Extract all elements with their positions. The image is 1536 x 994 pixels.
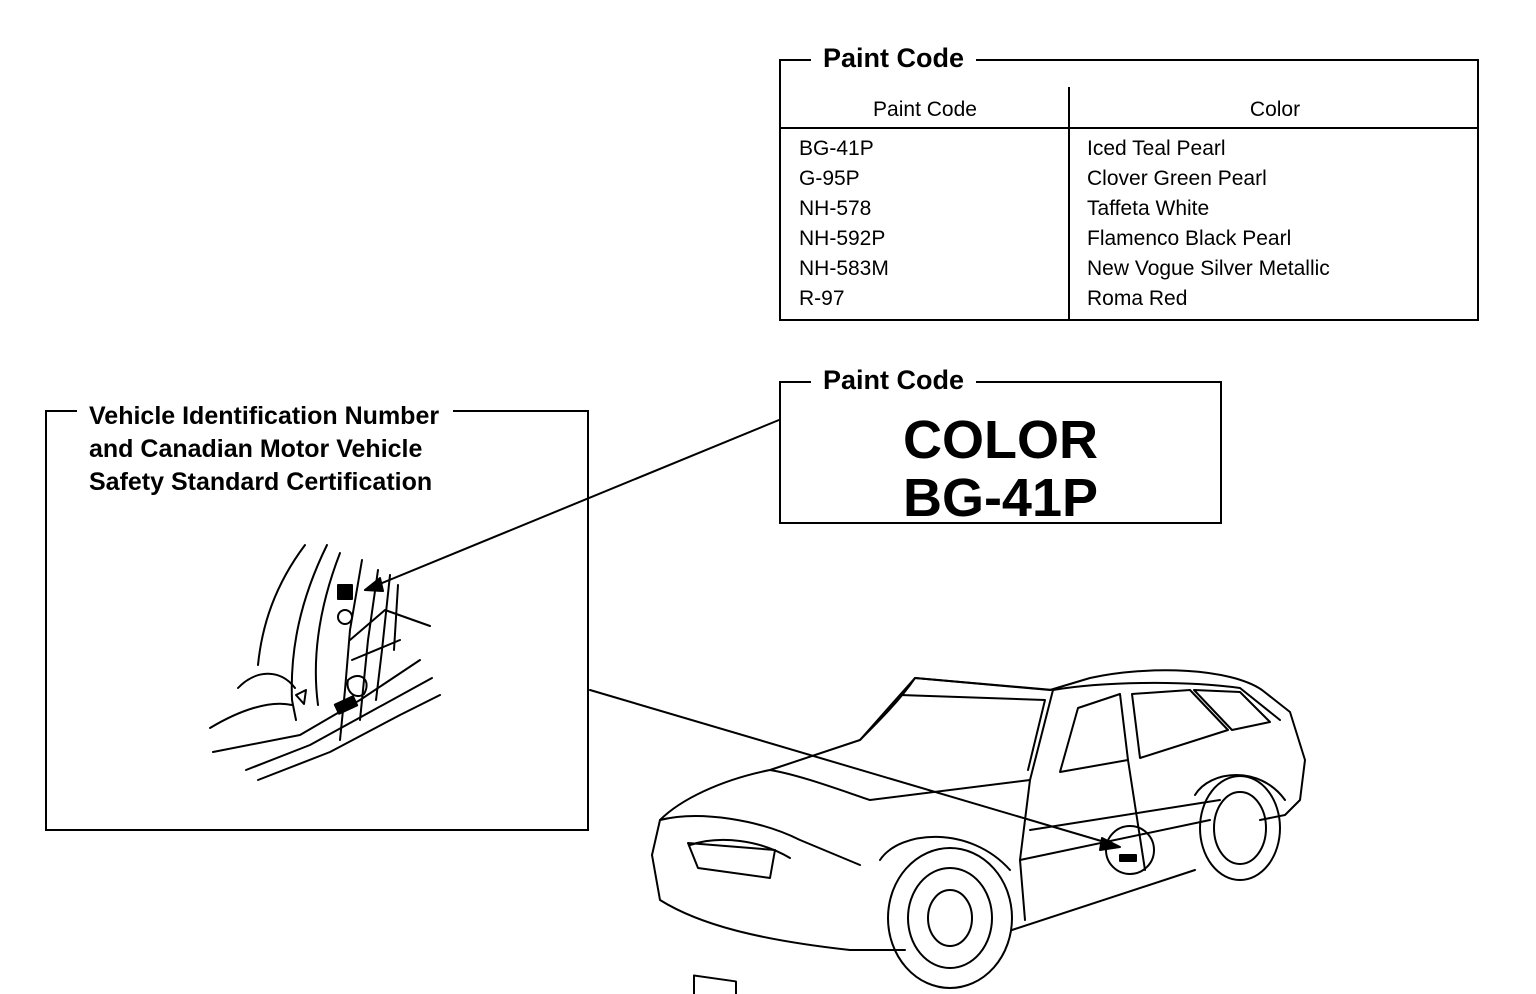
header-paint-code: Paint Code <box>873 98 977 121</box>
label-code-text: BG-41P <box>902 468 1099 528</box>
paint-code-cell: R-97 <box>799 287 845 310</box>
label-color-text: COLOR <box>903 410 1098 470</box>
paint-code-label-title: Paint Code <box>811 367 977 394</box>
color-cell: Taffeta White <box>1087 197 1210 220</box>
door-jamb-illustration <box>209 544 441 781</box>
table-row: G-95P Clover Green Pearl <box>781 167 1477 197</box>
paint-code-label: Paint Code COLOR BG-41P <box>779 367 1222 528</box>
leader-lines <box>364 419 1121 851</box>
paint-code-cell: G-95P <box>799 167 860 190</box>
table-row: NH-592P Flamenco Black Pearl <box>781 227 1477 257</box>
vin-title-line: Safety Standard Certification <box>89 468 433 496</box>
color-cell: New Vogue Silver Metallic <box>1087 257 1330 280</box>
column-divider <box>1068 87 1070 319</box>
vin-title-line: and Canadian Motor Vehicle <box>89 435 423 463</box>
color-cell: Roma Red <box>1087 287 1188 310</box>
table-body: BG-41P Iced Teal Pearl G-95P Clover Gree… <box>781 137 1477 317</box>
color-cell: Iced Teal Pearl <box>1087 137 1226 160</box>
color-cell: Flamenco Black Pearl <box>1087 227 1292 250</box>
color-cell: Clover Green Pearl <box>1087 167 1267 190</box>
paint-code-cell: BG-41P <box>799 137 874 160</box>
paint-code-table-title: Paint Code <box>811 45 977 72</box>
table-row: R-97 Roma Red <box>781 287 1477 317</box>
car-illustration <box>651 669 1306 994</box>
paint-code-cell: NH-583M <box>799 257 889 280</box>
table-row: NH-578 Taffeta White <box>781 197 1477 227</box>
paint-code-cell: NH-578 <box>799 197 872 220</box>
vin-title-line: Vehicle Identification Number <box>89 402 440 430</box>
header-color: Color <box>1249 98 1301 121</box>
vin-certification-panel: Vehicle Identification Number and Canadi… <box>45 400 589 831</box>
paint-code-cell: NH-592P <box>799 227 886 250</box>
header-divider <box>781 127 1477 129</box>
vin-panel-title: Vehicle Identification Number and Canadi… <box>77 400 454 499</box>
table-row: NH-583M New Vogue Silver Metallic <box>781 257 1477 287</box>
table-row: BG-41P Iced Teal Pearl <box>781 137 1477 167</box>
paint-code-table: Paint Code Paint Code Color BG-41P Iced … <box>779 45 1479 321</box>
